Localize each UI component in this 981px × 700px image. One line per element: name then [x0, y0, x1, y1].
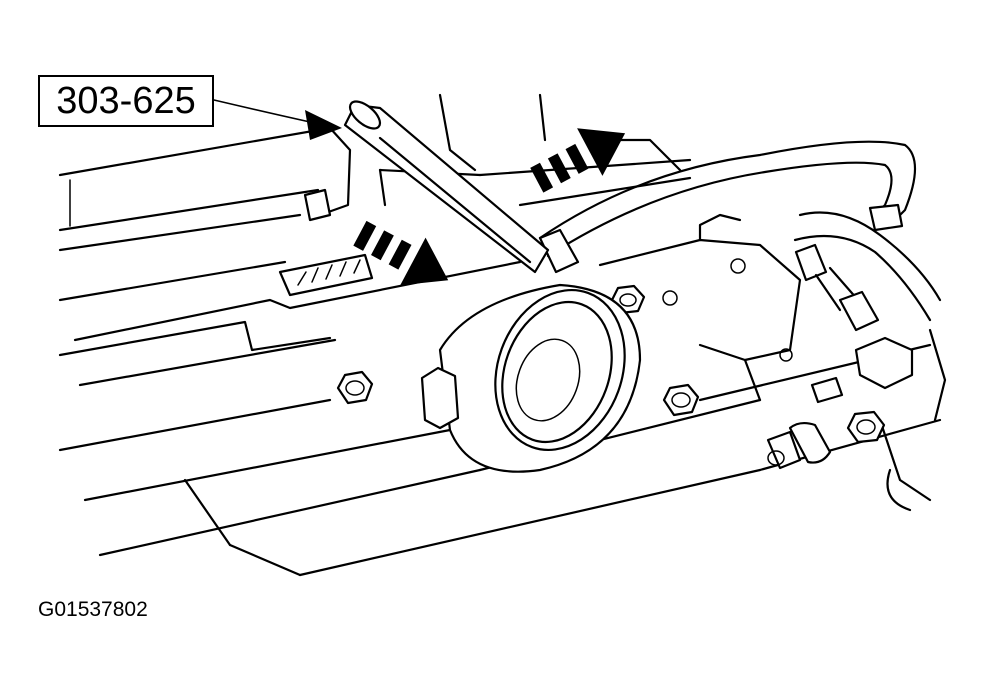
removal-arrow-lower: [353, 220, 449, 286]
bolt-left: [336, 370, 374, 405]
removal-arrow-upper: [530, 128, 626, 193]
sensor-connector: [766, 290, 914, 470]
filler-neck: [420, 283, 642, 473]
breather-hose: [538, 140, 942, 322]
special-tool-303-625: [343, 100, 550, 274]
callout-leader: [213, 99, 342, 140]
figure-id: G01537802: [38, 598, 148, 621]
bolt-lower: [662, 383, 700, 417]
bolt-right: [846, 410, 886, 444]
tool-number-callout: 303-625: [38, 75, 214, 127]
valve-cover-boss: [278, 188, 374, 297]
engine-block: [58, 93, 947, 577]
